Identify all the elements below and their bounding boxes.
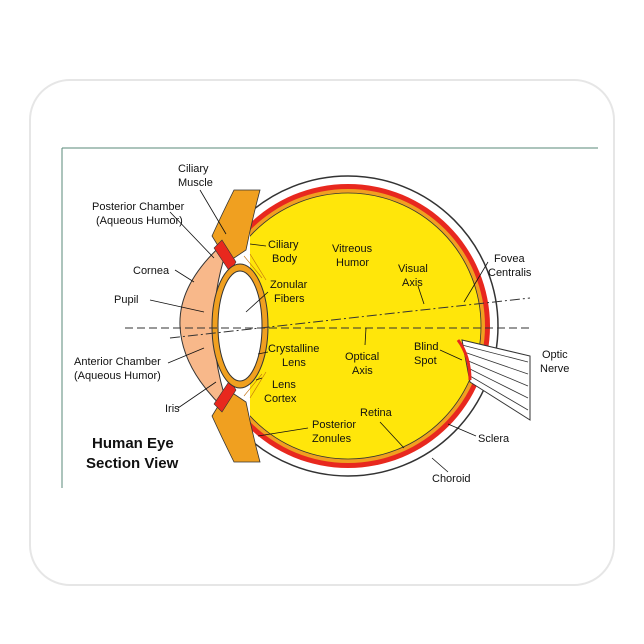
optic-disc bbox=[456, 339, 472, 381]
label-sclera: Sclera bbox=[478, 433, 510, 445]
zonular-fibers bbox=[243, 253, 267, 399]
optic-nerve-fibers bbox=[461, 344, 529, 411]
visual-axis-line bbox=[169, 297, 531, 339]
label-cornea: Cornea bbox=[133, 265, 170, 277]
label-retina: Retina bbox=[360, 407, 393, 419]
iris-bottom bbox=[213, 379, 237, 413]
label-posterior-chamber: Posterior Chamber(Aqueous Humor) bbox=[92, 201, 185, 227]
crystalline-lens bbox=[217, 270, 263, 382]
label-anterior-chamber: Anterior Chamber(Aqueous Humor) bbox=[74, 356, 161, 382]
optic-nerve bbox=[461, 339, 531, 421]
label-choroid: Choroid bbox=[432, 473, 471, 485]
iris-top bbox=[213, 239, 237, 273]
label-pupil: Pupil bbox=[114, 294, 138, 306]
leader-lines bbox=[149, 189, 489, 473]
label-iris: Iris bbox=[165, 403, 180, 415]
